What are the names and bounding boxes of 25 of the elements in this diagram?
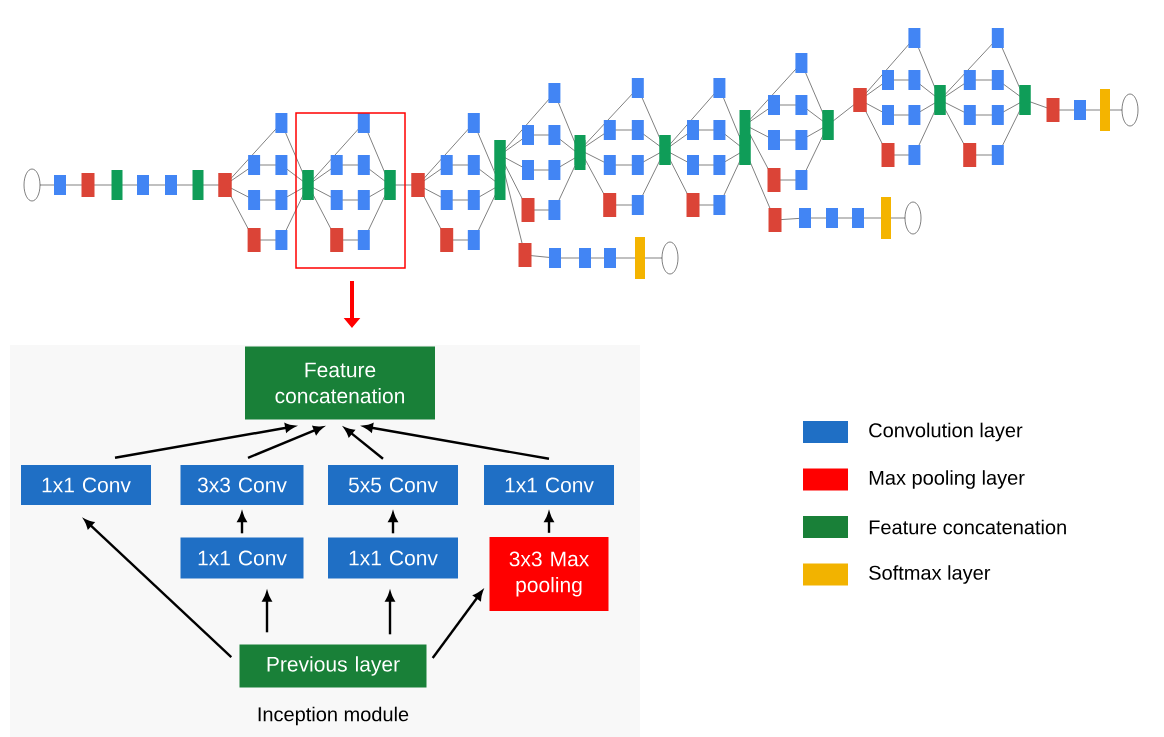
conv-box: 1x1 Conv bbox=[484, 465, 614, 505]
conv-box: 1x1 Conv bbox=[180, 537, 304, 579]
arrow bbox=[544, 512, 554, 533]
arrow bbox=[363, 423, 550, 460]
arrow bbox=[84, 519, 233, 658]
conv-box: 1x1 Conv bbox=[328, 537, 458, 579]
caption: Inception module bbox=[258, 706, 409, 726]
legend-label: Feature concatenation bbox=[869, 519, 1066, 535]
legend-label: Convolution layer bbox=[869, 422, 1023, 442]
arrow bbox=[237, 512, 247, 534]
arrow bbox=[344, 427, 384, 460]
arrow bbox=[388, 512, 398, 534]
legend-label: Max pooling layer bbox=[869, 470, 1025, 489]
arrow bbox=[114, 423, 295, 459]
conv-box: 1x1 Conv bbox=[21, 465, 151, 505]
concatenation-box: Feature concatenation bbox=[245, 346, 435, 420]
arrow bbox=[247, 425, 324, 459]
layer-box: Previous layer bbox=[239, 644, 427, 688]
arrow bbox=[262, 591, 272, 633]
legend-label: Softmax layer bbox=[869, 565, 991, 584]
arrow bbox=[431, 590, 483, 659]
arrow bbox=[385, 591, 395, 635]
conv-box: 3x3 Conv bbox=[180, 465, 304, 505]
conv-box: 5x5 Conv bbox=[328, 465, 458, 505]
pooling-box: 3x3 Max pooling bbox=[489, 537, 609, 611]
